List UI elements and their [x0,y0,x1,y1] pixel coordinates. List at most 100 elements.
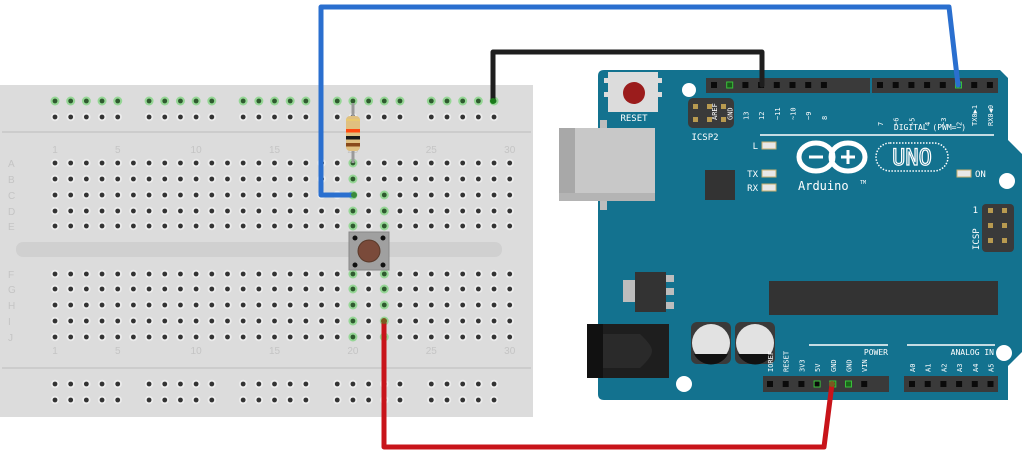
digital-pin-GND[interactable] [726,81,734,89]
digital-pin-~10[interactable] [789,82,796,88]
breadboard-hole[interactable] [52,160,58,166]
breadboard-hole[interactable] [146,318,152,324]
breadboard-hole[interactable] [366,208,371,214]
breadboard-hole[interactable] [131,318,136,324]
breadboard-hole[interactable] [162,160,168,166]
breadboard-hole[interactable] [83,381,89,387]
breadboard-hole[interactable] [475,114,481,120]
breadboard-hole[interactable] [52,302,58,308]
breadboard-hole[interactable] [193,302,199,308]
breadboard-hole[interactable] [397,381,403,387]
breadboard-hole[interactable] [460,208,466,214]
breadboard-hole[interactable] [303,114,309,120]
digital-pin-RX0◀0[interactable] [986,82,993,88]
breadboard-hole[interactable] [99,381,105,387]
breadboard-hole[interactable] [475,271,481,277]
breadboard-hole[interactable] [83,223,89,229]
breadboard-hole[interactable] [428,381,434,387]
breadboard-hole[interactable] [68,223,74,229]
digital-pin-~5[interactable] [908,82,915,88]
breadboard-hole[interactable] [178,271,183,277]
breadboard-hole[interactable] [397,302,403,308]
breadboard-hole[interactable] [303,271,309,277]
breadboard-hole[interactable] [334,381,340,387]
red-wire[interactable] [381,318,835,450]
pushbutton-cap[interactable] [357,239,381,263]
breadboard-hole[interactable] [460,318,466,324]
breadboard-hole[interactable] [350,397,356,403]
breadboard-hole[interactable] [444,271,450,277]
breadboard-hole[interactable] [131,286,136,292]
breadboard-hole[interactable] [193,223,199,229]
breadboard-hole[interactable] [83,160,89,166]
breadboard-hole[interactable] [146,286,152,292]
breadboard-hole[interactable] [460,176,466,182]
breadboard-hole[interactable] [413,160,419,166]
breadboard-hole[interactable] [146,271,152,277]
breadboard-hole[interactable] [334,334,340,340]
breadboard-hole[interactable] [287,302,293,308]
breadboard-hole[interactable] [68,176,74,182]
connected-hole[interactable] [350,271,356,277]
breadboard-hole[interactable] [507,334,513,340]
breadboard-hole[interactable] [475,223,481,229]
breadboard-hole[interactable] [444,160,450,166]
breadboard-hole[interactable] [240,397,246,403]
breadboard-hole[interactable] [115,160,121,166]
breadboard-hole[interactable] [287,192,293,198]
breadboard-hole[interactable] [428,192,434,198]
breadboard-hole[interactable] [146,334,152,340]
breadboard-hole[interactable] [491,160,497,166]
breadboard-hole[interactable] [178,208,183,214]
breadboard-hole[interactable] [115,381,121,387]
breadboard-hole[interactable] [287,176,293,182]
breadboard-hole[interactable] [397,271,403,277]
breadboard-hole[interactable] [491,114,497,120]
breadboard-hole[interactable] [256,302,262,308]
breadboard-hole[interactable] [68,381,74,387]
breadboard-hole[interactable] [272,160,277,166]
breadboard-hole[interactable] [272,286,277,292]
breadboard-hole[interactable] [225,318,230,324]
digital-pin-7[interactable] [877,82,883,88]
breadboard-hole[interactable] [162,397,168,403]
breadboard-hole[interactable] [491,381,497,387]
breadboard-hole[interactable] [115,223,121,229]
breadboard-hole[interactable] [52,176,58,182]
breadboard-hole[interactable] [397,223,403,229]
breadboard-hole[interactable] [209,334,215,340]
breadboard-hole[interactable] [256,176,262,182]
breadboard-hole[interactable] [319,223,324,229]
breadboard-hole[interactable] [146,302,152,308]
connected-hole[interactable] [350,98,356,104]
breadboard-hole[interactable] [178,286,183,292]
breadboard-hole[interactable] [240,381,246,387]
breadboard-hole[interactable] [381,160,387,166]
breadboard-hole[interactable] [413,271,419,277]
breadboard-hole[interactable] [444,381,450,387]
breadboard-hole[interactable] [99,302,105,308]
breadboard-hole[interactable] [52,192,58,198]
breadboard-hole[interactable] [319,271,324,277]
breadboard-hole[interactable] [240,114,246,120]
connected-hole[interactable] [162,98,168,104]
breadboard-hole[interactable] [68,114,74,120]
breadboard-hole[interactable] [225,302,230,308]
power-pin-5V[interactable] [813,380,821,388]
breadboard-hole[interactable] [507,160,513,166]
power-pin-IOREF[interactable] [767,381,773,387]
breadboard-hole[interactable] [303,318,309,324]
breadboard-hole[interactable] [303,397,309,403]
breadboard-hole[interactable] [334,176,340,182]
breadboard-hole[interactable] [460,397,466,403]
breadboard-hole[interactable] [272,302,277,308]
breadboard-hole[interactable] [209,114,215,120]
breadboard-hole[interactable] [475,334,481,340]
breadboard-hole[interactable] [209,160,215,166]
breadboard-hole[interactable] [413,286,419,292]
breadboard-hole[interactable] [303,302,309,308]
digital-pin-8[interactable] [820,82,827,88]
breadboard-hole[interactable] [240,334,246,340]
breadboard-hole[interactable] [193,318,199,324]
digital-pin-TX0▶1[interactable] [971,82,978,88]
